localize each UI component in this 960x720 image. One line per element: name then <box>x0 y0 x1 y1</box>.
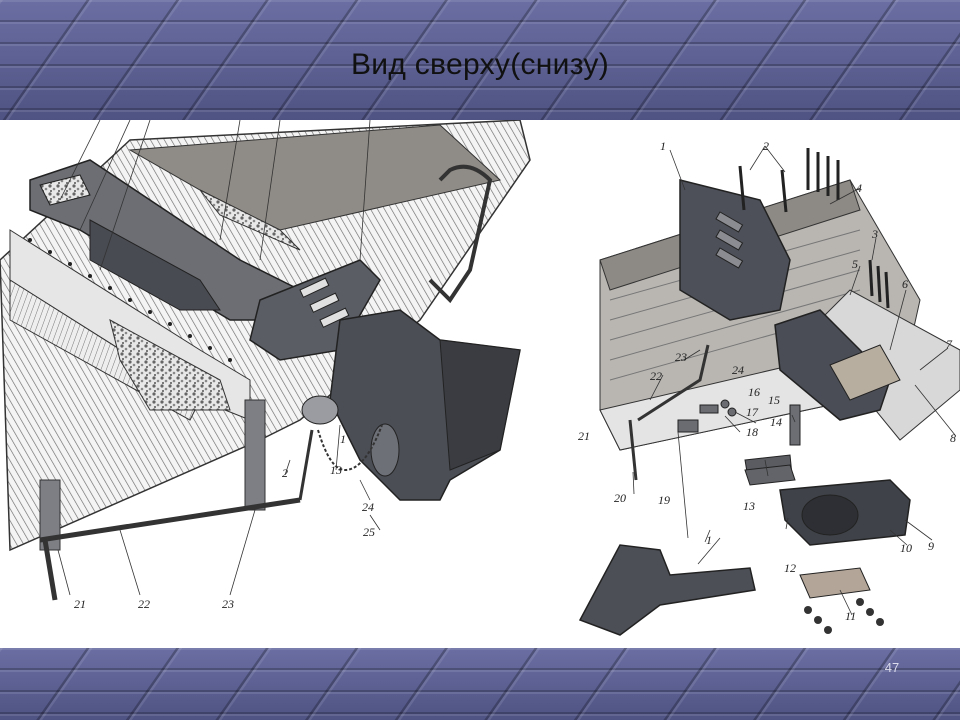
label-20: 20 <box>614 491 626 505</box>
label-22: 22 <box>138 597 150 611</box>
uncoupling-rod <box>628 344 710 481</box>
label-14: 14 <box>770 415 782 429</box>
nuts <box>804 598 884 634</box>
label-24: 24 <box>362 500 374 514</box>
label-13: 13 <box>330 463 342 477</box>
label-18: 18 <box>746 425 758 439</box>
follower-plate <box>829 344 901 401</box>
label-11: 11 <box>845 609 856 623</box>
label-1: 1 <box>660 139 666 153</box>
grab-handle <box>428 164 493 304</box>
label-22: 22 <box>650 369 662 383</box>
wood-beam <box>128 124 502 231</box>
chain <box>317 424 383 472</box>
small-hardware <box>677 399 737 433</box>
label-5: 5 <box>852 257 858 271</box>
label-7: 7 <box>946 337 953 351</box>
label-21: 21 <box>74 597 86 611</box>
label-12: 12 <box>784 561 796 575</box>
slide-content: 1 2 13 21 22 23 24 25 <box>0 120 960 648</box>
uncoupling-lever <box>39 399 314 601</box>
coupler-top-view-diagram: 1 2 13 21 22 23 24 25 <box>0 120 560 648</box>
label-9: 9 <box>928 539 934 553</box>
carrier-plate <box>799 567 871 599</box>
label-16: 16 <box>748 385 760 399</box>
slide-title: Вид сверху(снизу) <box>350 48 610 81</box>
label-24: 24 <box>732 363 744 377</box>
label-2: 2 <box>763 139 769 153</box>
label-17: 17 <box>746 405 759 419</box>
label-25: 25 <box>363 525 375 539</box>
label-21: 21 <box>578 429 590 443</box>
label-19: 19 <box>658 493 670 507</box>
label-1: 1 <box>340 432 346 446</box>
clevis <box>744 464 796 486</box>
label-23: 23 <box>675 350 687 364</box>
bolts <box>738 148 890 309</box>
bottom-decorative-band <box>0 648 960 720</box>
label-6: 6 <box>902 277 908 291</box>
label-13: 13 <box>743 499 755 513</box>
label-10: 10 <box>900 541 912 555</box>
label-3: 3 <box>871 227 878 241</box>
coupler-pin <box>789 404 801 446</box>
label-4: 4 <box>856 181 862 195</box>
label-15: 15 <box>768 393 780 407</box>
coupler-knuckle <box>578 544 756 636</box>
coupler-exploded-diagram: 1 2 3 4 5 6 7 8 9 10 11 12 13 14 15 16 1… <box>560 120 960 648</box>
label-2: 2 <box>282 466 288 480</box>
label-8: 8 <box>950 431 956 445</box>
page-number: 47 <box>884 660 900 675</box>
striker-bracket <box>679 179 791 321</box>
label-1-bottom: 1 <box>706 533 712 547</box>
label-23: 23 <box>222 597 234 611</box>
